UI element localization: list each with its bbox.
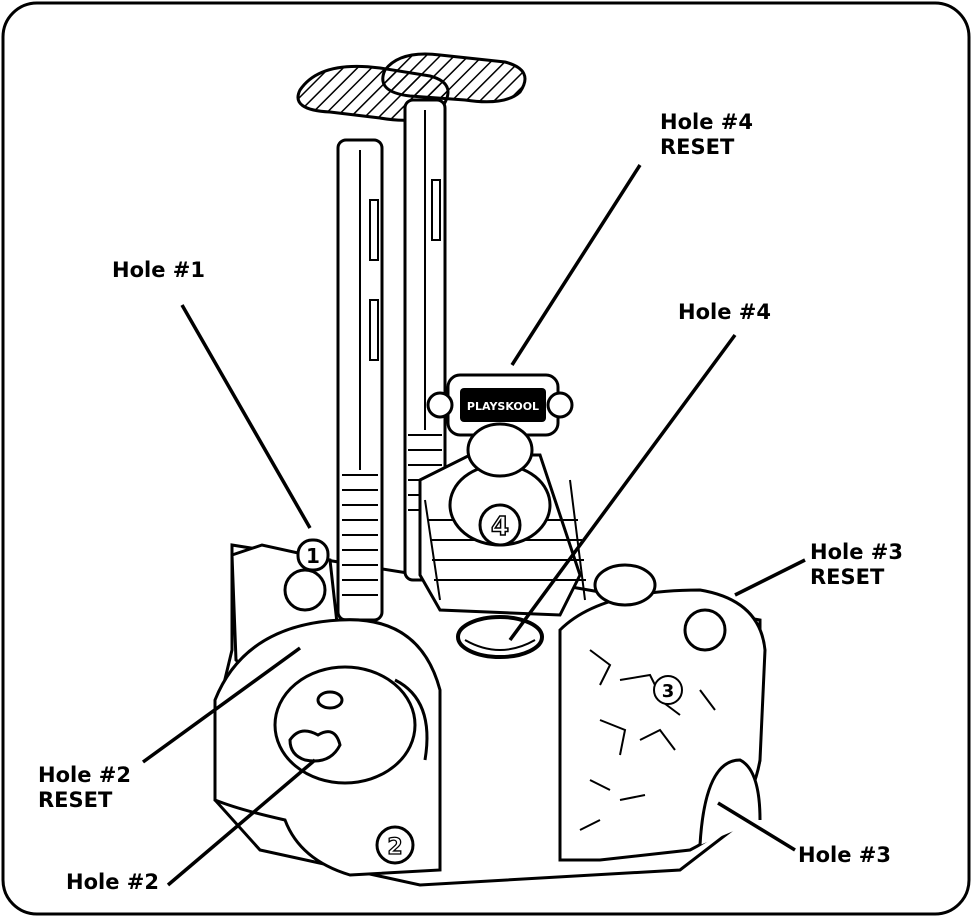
beaver-character — [468, 424, 532, 476]
hole3-reset-ball — [595, 565, 655, 605]
callout-hole1-line1: Hole #1 — [112, 258, 205, 283]
callout-hole4: Hole #4 — [678, 300, 771, 325]
club-head-right — [383, 54, 525, 102]
callout-hole2: Hole #2 — [66, 870, 159, 895]
callout-hole2-line1: Hole #2 — [66, 870, 159, 895]
dog-head — [275, 667, 415, 783]
callout-hole4-line1: Hole #4 — [678, 300, 771, 325]
callout-hole2-reset: Hole #2 RESET — [38, 763, 131, 813]
hole3-critter — [685, 610, 725, 650]
callout-hole4-reset-line2: RESET — [660, 135, 753, 160]
callout-hole1: Hole #1 — [112, 258, 205, 283]
sign-hand-left — [428, 393, 452, 417]
callout-hole2-reset-line1: Hole #2 — [38, 763, 131, 788]
sign-hand-right — [548, 393, 572, 417]
callout-hole3-reset-line2: RESET — [810, 565, 903, 590]
hole-marker-4: 4 — [491, 512, 509, 542]
brand-logo: PLAYSKOOL — [467, 400, 539, 413]
monkey-character — [285, 570, 325, 610]
callout-hole3-reset-line1: Hole #3 — [810, 540, 903, 565]
dog-nose — [290, 731, 340, 761]
callout-hole4-reset-line1: Hole #4 — [660, 110, 753, 135]
hole-marker-3: 3 — [662, 681, 675, 702]
callout-hole4-reset: Hole #4 RESET — [660, 110, 753, 160]
hole-marker-1: 1 — [306, 544, 320, 568]
callout-hole2-reset-line2: RESET — [38, 788, 131, 813]
callout-hole3-reset: Hole #3 RESET — [810, 540, 903, 590]
dog-eye — [318, 692, 342, 708]
callout-hole3: Hole #3 — [798, 843, 891, 868]
callout-hole3-line1: Hole #3 — [798, 843, 891, 868]
hole-marker-2: 2 — [387, 835, 402, 860]
